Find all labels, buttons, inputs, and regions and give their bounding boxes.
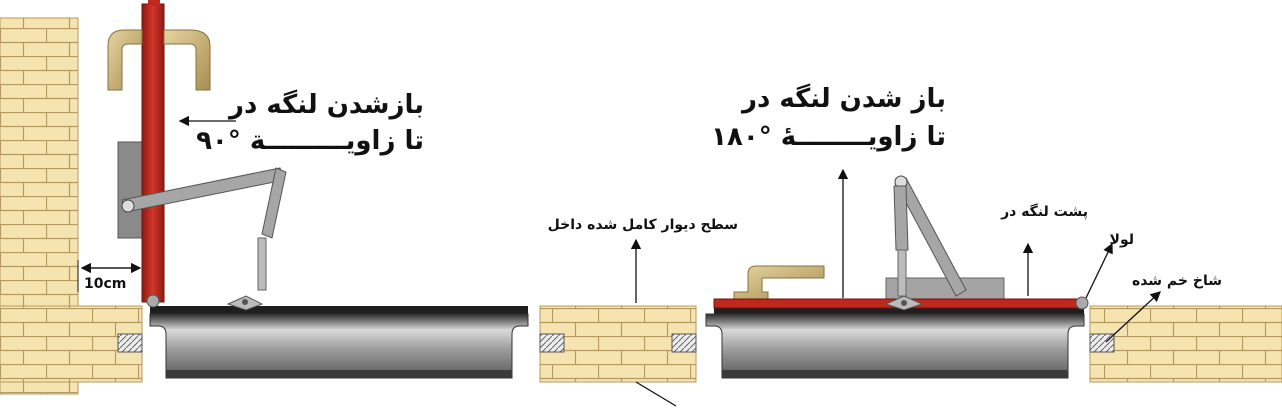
gap-dimension-label: 10cm [84, 276, 127, 292]
left-title-line1: بازشدن لنگه در [229, 90, 424, 120]
gap-filler [539, 333, 565, 353]
door-top-cap [148, 0, 160, 6]
arrow-icon [635, 381, 677, 407]
gap-filler [671, 333, 697, 353]
left-title-line2: تا زاویـــــــــة °۹۰ [196, 126, 424, 156]
door-closer-icon [884, 175, 967, 311]
right-floor-channel [705, 306, 1085, 379]
handle-icon [733, 265, 825, 301]
handle-icon [107, 29, 211, 91]
right-wall [1089, 305, 1282, 383]
bent-horn-label: شاخ خم شده [1131, 273, 1222, 289]
right-title-line2: تا زاویــــــــهٔ °۱۸۰ [711, 122, 946, 152]
door-leaf-open-90 [141, 3, 165, 303]
door-back-label: پشت لنگه در [1001, 204, 1088, 220]
hinge-label: لولا [1109, 232, 1134, 248]
closer-mount-plate [117, 141, 147, 239]
arrow-icon [1085, 242, 1113, 299]
dimension-10cm [77, 260, 142, 292]
wall-surface-label: سطح دیوار کامل شده داخل [547, 217, 738, 233]
hinge-icon [146, 294, 160, 308]
gap-filler [117, 333, 143, 353]
left-floor-channel [149, 306, 529, 379]
door-closer-icon [121, 167, 287, 311]
arrow-icon [1105, 291, 1161, 343]
right-title-line1: باز شدن لنگه در [741, 84, 946, 114]
gap-filler [1089, 333, 1115, 353]
hinge-icon [1075, 296, 1089, 310]
